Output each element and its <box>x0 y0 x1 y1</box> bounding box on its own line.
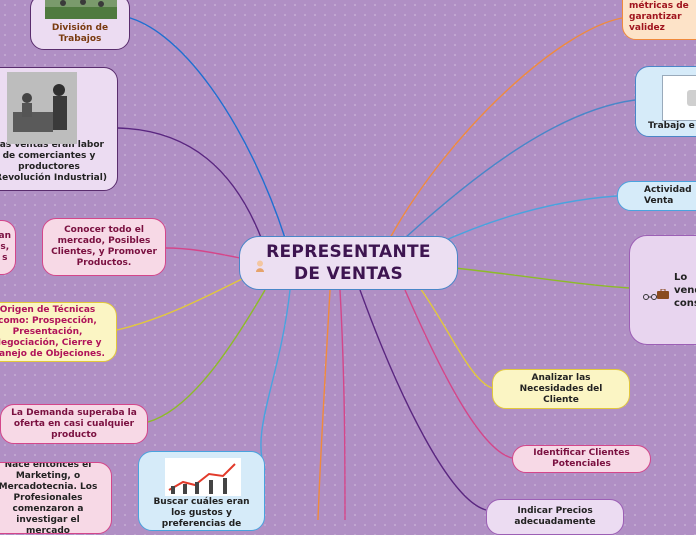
street-vendor-photo <box>7 72 77 144</box>
branch-line-conocer <box>165 248 240 258</box>
branch-line-origen <box>117 275 250 330</box>
branch-line-lo-vende <box>455 268 630 288</box>
node-precios-label: Indicar Precios adecuadamente <box>495 506 615 528</box>
node-identificar-label: Identificar Clientes Potenciales <box>521 448 642 470</box>
node-trabajo[interactable]: Trabajo e <box>635 66 696 137</box>
node-origen[interactable]: Origen de Técnicas como: Prospección, Pr… <box>0 302 117 362</box>
branch-line-demanda <box>148 290 265 422</box>
node-marketing[interactable]: Nace entonces el Marketing, o Mercadotec… <box>0 462 112 534</box>
branch-line-actividad <box>435 196 617 245</box>
node-ventas-label: Las ventas eran labor de comerciantes y … <box>0 140 109 184</box>
branch-line-analizar <box>420 288 492 388</box>
glasses-icon <box>643 286 657 305</box>
growth-chart-image <box>165 458 241 496</box>
node-trabajo-label: Trabajo e <box>648 121 695 132</box>
node-buscar-label: Buscar cuáles eran los gustos y preferen… <box>147 497 256 530</box>
node-actividad-label: Actividad Venta <box>644 185 696 207</box>
branch-line-metricas <box>390 18 622 238</box>
branch-line-division <box>115 15 285 238</box>
branch-line-precios <box>360 290 486 510</box>
node-actividad[interactable]: Actividad Venta <box>617 181 696 211</box>
node-analizar-metricas[interactable]: analizar métricas de garantizar validez <box>622 0 696 40</box>
node-origen-label: Origen de Técnicas como: Prospección, Pr… <box>0 305 108 360</box>
briefcase-icon <box>657 284 669 303</box>
branch-line-buscar <box>261 290 290 470</box>
node-left-partial-label: an s, s <box>0 231 11 264</box>
node-division-trabajos[interactable]: División de Trabajos <box>30 0 130 50</box>
node-identificar-clientes[interactable]: Identificar Clientes Potenciales <box>512 445 651 473</box>
node-analizar-necesidades[interactable]: Analizar las Necesidades del Cliente <box>492 369 630 409</box>
farm-workers-photo <box>45 0 117 19</box>
central-topic-title: REPRESENTANTE DE VENTAS <box>250 241 447 285</box>
branch-line-bottom-mid <box>340 290 345 520</box>
central-topic[interactable]: REPRESENTANTE DE VENTAS <box>239 236 458 290</box>
document-icon <box>662 75 696 121</box>
node-conocer[interactable]: Conocer todo el mercado, Posibles Client… <box>42 218 166 276</box>
node-buscar[interactable]: Buscar cuáles eran los gustos y preferen… <box>138 451 265 531</box>
node-conocer-label: Conocer todo el mercado, Posibles Client… <box>51 225 157 269</box>
node-division-label: División de Trabajos <box>39 23 121 45</box>
branch-line-trabajo <box>405 100 635 238</box>
person-icon <box>255 257 265 269</box>
node-demanda[interactable]: La Demanda superaba la oferta en casi cu… <box>0 404 148 444</box>
node-analizar-metricas-label: analizar métricas de garantizar validez <box>629 0 696 34</box>
node-ventas-labor[interactable]: Las ventas eran labor de comerciantes y … <box>0 67 118 191</box>
branch-line-bottom-left <box>318 290 330 520</box>
node-demanda-label: La Demanda superaba la oferta en casi cu… <box>9 408 139 441</box>
node-left-partial[interactable]: an s, s <box>0 220 16 275</box>
node-analizar-label: Analizar las Necesidades del Cliente <box>501 373 621 406</box>
node-indicar-precios[interactable]: Indicar Precios adecuadamente <box>486 499 624 535</box>
node-marketing-label: Nace entonces el Marketing, o Mercadotec… <box>0 462 103 534</box>
node-lo-vende-label: Lo vende cons <box>674 271 696 310</box>
